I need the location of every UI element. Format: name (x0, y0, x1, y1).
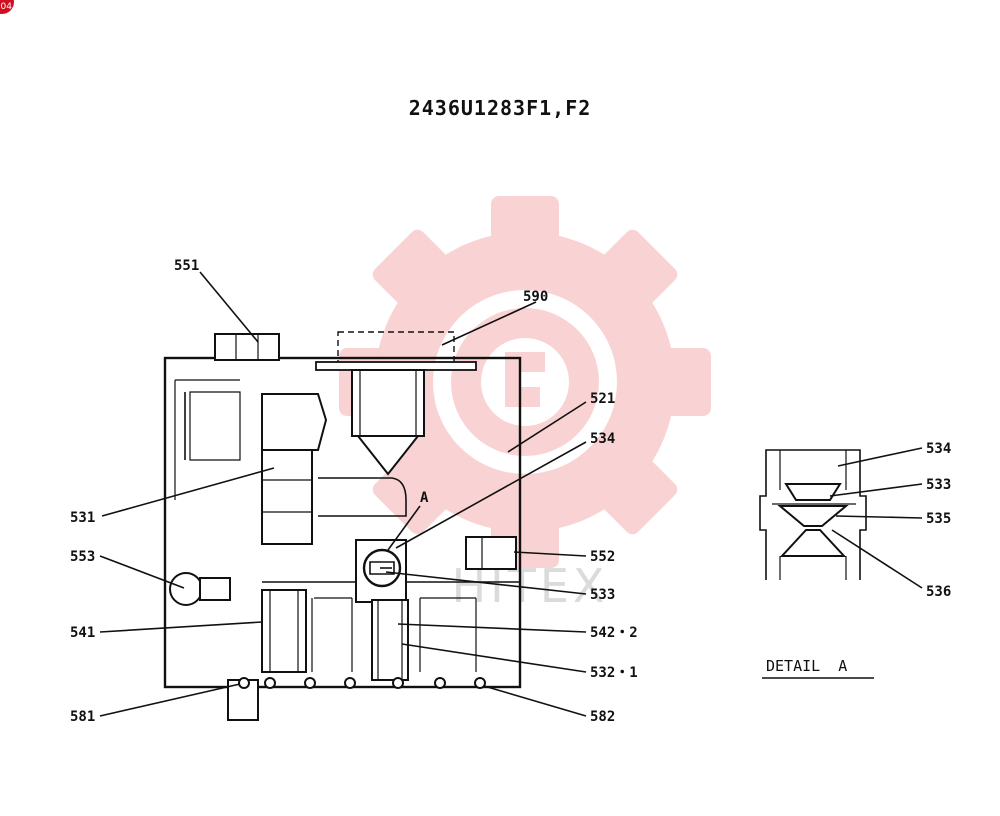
label-532-1: 532・1 (590, 665, 638, 681)
label-582: 582 (590, 709, 615, 725)
plug-551 (214, 333, 280, 361)
label-590: 590 (523, 289, 548, 305)
label-detail-ref-a: A (420, 490, 429, 506)
detail-label-536: 536 (926, 584, 951, 600)
label-553: 553 (70, 549, 95, 565)
label-534: 534 (590, 431, 615, 447)
check-valve-cartridge (355, 539, 407, 603)
label-533: 533 (590, 587, 615, 603)
label-552: 552 (590, 549, 615, 565)
detail-label-535: 535 (926, 511, 951, 527)
leader-lines (99, 271, 587, 717)
detail-label-533: 533 (926, 477, 951, 493)
plug-552 (465, 536, 517, 570)
detail-a-labels: 534 533 535 536 DETAIL A (762, 441, 951, 679)
label-521: 521 (590, 391, 615, 407)
detail-label-534: 534 (926, 441, 951, 457)
detail-a-caption: DETAIL A (766, 657, 847, 675)
watermark-gear-icon (339, 196, 711, 568)
bottom-seals (227, 677, 486, 721)
lower-bores (261, 589, 477, 681)
drawing-title: 2436U1283F1,F2 (408, 96, 592, 120)
label-581: 581 (70, 709, 95, 725)
label-531: 531 (70, 510, 95, 526)
detail-a-view (759, 447, 923, 589)
label-542-2: 542・2 (590, 625, 638, 641)
label-541: 541 (70, 625, 95, 641)
label-551: 551 (174, 258, 199, 274)
valve-body (163, 356, 522, 689)
poppet-521 (318, 369, 425, 517)
detail-a-callout-circle (362, 548, 402, 588)
main-view-labels: 551 590 521 534 531 A 553 552 533 541 54… (70, 258, 638, 725)
corner-badge: 04 (0, 0, 14, 14)
plug-553 (169, 572, 231, 606)
